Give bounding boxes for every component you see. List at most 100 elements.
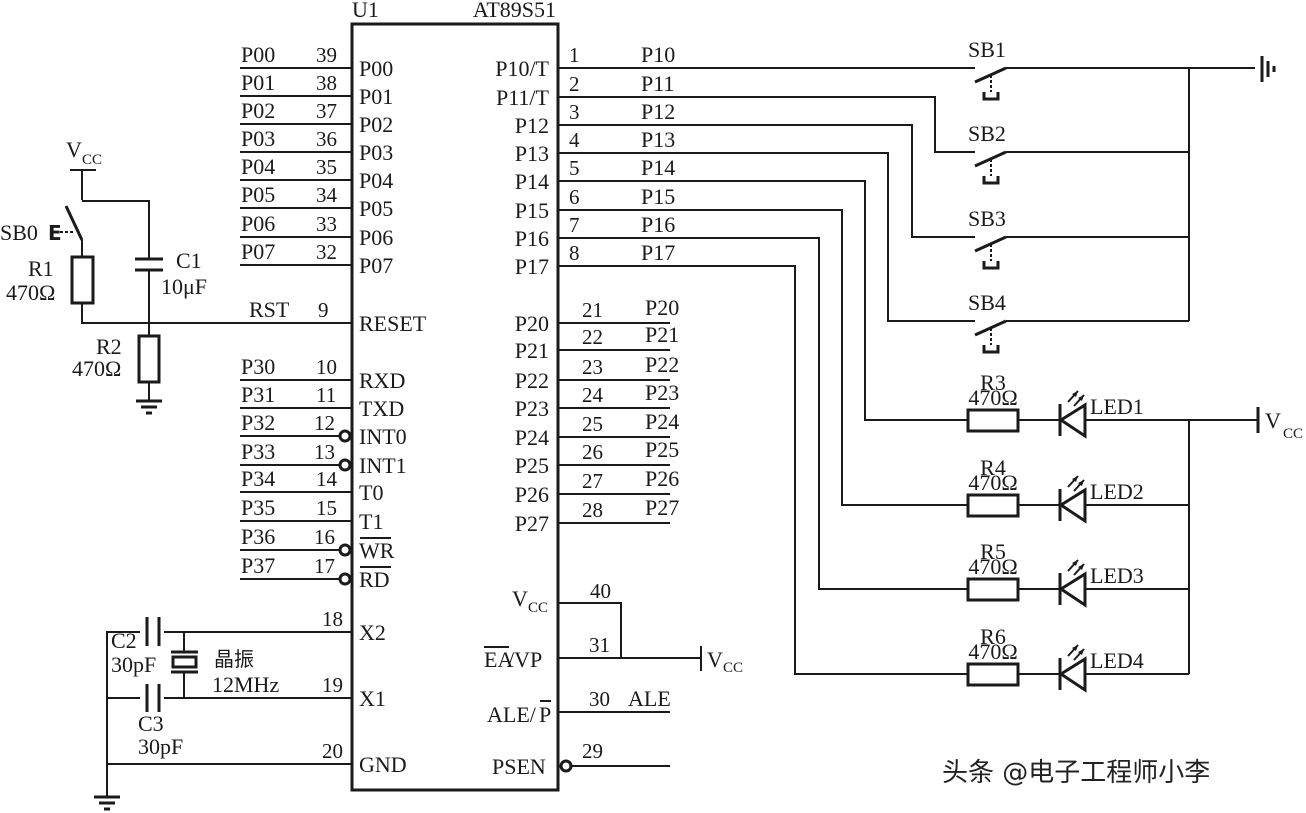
pin-number: 21 xyxy=(582,298,603,322)
pin-number: 4 xyxy=(569,128,580,152)
button-label: SB2 xyxy=(968,121,1006,146)
pin-name: RD xyxy=(359,567,390,592)
wire-p17 xyxy=(558,265,968,675)
net-label: P21 xyxy=(645,322,679,347)
net-label: P07 xyxy=(241,239,275,264)
vcc-label-sub: CC xyxy=(1283,426,1303,442)
pin-number: 6 xyxy=(569,185,580,209)
resistor-r3 xyxy=(966,408,1020,433)
net-label: P15 xyxy=(641,184,675,209)
led-label: LED3 xyxy=(1090,563,1144,588)
pin-number: 33 xyxy=(316,212,337,236)
c1-value: 10μF xyxy=(161,274,207,299)
vcc-label: V xyxy=(707,647,723,672)
pin-name: P17 xyxy=(515,254,549,279)
oscillator-circuit: C2 30pF C3 30pF 晶振 12MHz xyxy=(94,617,352,811)
pin-name: RESET xyxy=(359,311,427,336)
net-label: P03 xyxy=(241,126,275,151)
pin-name: P23 xyxy=(515,396,549,421)
pin-number: 18 xyxy=(322,607,343,631)
c2-ref: C2 xyxy=(111,628,137,653)
pin-number: 34 xyxy=(316,183,338,207)
net-label: P16 xyxy=(641,212,675,237)
pin-ale-30: ALE/ P 30 ALE xyxy=(487,686,671,727)
pin-name: GND xyxy=(359,752,407,777)
pin-ea-31: EA /VP 31 V CC xyxy=(484,633,743,676)
pin-name: T0 xyxy=(359,480,383,505)
wire-rst xyxy=(81,303,352,324)
button-sb4: SB4 xyxy=(558,152,1189,354)
wire-p14 xyxy=(558,180,968,421)
crystal-label: 晶振 xyxy=(214,647,254,671)
button-label: SB1 xyxy=(968,37,1006,62)
pin-name: P27 xyxy=(515,511,549,536)
net-label: P11 xyxy=(641,71,674,96)
net-label: P22 xyxy=(645,352,679,377)
resistor-r5 xyxy=(966,577,1020,602)
net-label: P32 xyxy=(241,410,275,435)
pin-name: P06 xyxy=(359,225,393,250)
led-vcc-supply: V CC xyxy=(1256,407,1303,442)
reset-circuit: V CC E SB0 R1 470Ω C1 10μF R2 470Ω xyxy=(0,137,352,415)
pin-number: 2 xyxy=(569,72,580,96)
pin-number: 39 xyxy=(316,43,337,67)
ground-icon xyxy=(94,795,120,811)
resistor-ref: R6 xyxy=(980,624,1006,649)
pin-name: P12 xyxy=(515,113,549,138)
button-label: SB4 xyxy=(968,290,1006,315)
net-label: P12 xyxy=(641,99,675,124)
pin-number: 38 xyxy=(316,71,337,95)
led-icon xyxy=(1058,644,1087,693)
pin-number: 27 xyxy=(582,469,603,493)
pin-name: INT1 xyxy=(359,453,407,478)
pin-name: P05 xyxy=(359,196,393,221)
r1-value: 470Ω xyxy=(6,280,55,305)
led-label: LED4 xyxy=(1090,648,1144,673)
pin-number: 20 xyxy=(322,739,343,763)
switch-label: SB0 xyxy=(0,220,38,245)
pin-number: 24 xyxy=(582,383,604,407)
inversion-bubble xyxy=(338,429,352,443)
pin-number: 29 xyxy=(582,739,603,763)
net-label-rst: RST xyxy=(249,297,290,322)
vcc-label: V xyxy=(66,137,82,162)
wire-p12 xyxy=(558,124,975,238)
pin-number: 28 xyxy=(582,498,603,522)
push-button-icon xyxy=(982,176,1000,185)
net-label: P05 xyxy=(241,182,275,207)
wire-p15 xyxy=(558,209,968,506)
pin-number: 3 xyxy=(569,100,580,124)
pin-name-ea-rest: /VP xyxy=(508,647,542,672)
net-label: P30 xyxy=(241,354,275,379)
pin-number: 31 xyxy=(589,633,610,657)
button-sb2: SB2 xyxy=(558,96,1189,185)
net-label: P33 xyxy=(241,439,275,464)
pin-psen-29: PSEN 29 xyxy=(492,739,670,779)
wire-vcc-ea xyxy=(558,602,622,658)
c3-ref: C3 xyxy=(138,711,164,736)
net-label: P35 xyxy=(241,495,275,520)
net-label: P26 xyxy=(645,466,679,491)
pin-number: 25 xyxy=(582,412,603,436)
pin-number: 30 xyxy=(589,687,610,711)
pin-name: T1 xyxy=(359,509,383,534)
push-button-icon: E xyxy=(48,221,62,245)
wire-p11 xyxy=(558,96,975,153)
led-icon xyxy=(1058,475,1087,524)
switch-sb0-blade xyxy=(64,205,84,241)
net-label: P02 xyxy=(241,98,275,123)
